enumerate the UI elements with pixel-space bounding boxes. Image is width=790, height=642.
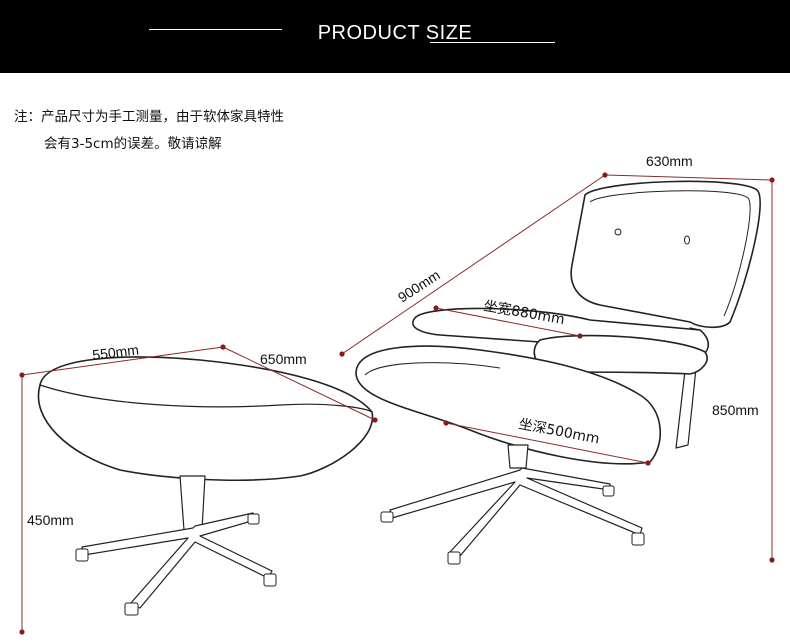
ottoman-width-line: [21, 346, 224, 376]
lounge-chair-illustration: [355, 180, 761, 565]
seat-depth-line: [445, 422, 649, 464]
ottoman-depth-line: [222, 346, 376, 421]
chair-width-line: [604, 174, 773, 181]
header-banner: PRODUCT SIZE: [0, 0, 790, 73]
ottoman-depth-label: 650mm: [260, 351, 307, 367]
title-rule-left: [149, 29, 282, 30]
chair-width-label: 630mm: [646, 153, 693, 169]
page-title: PRODUCT SIZE: [317, 22, 473, 44]
ottoman-width-label: 550mm: [91, 341, 139, 363]
measurement-note: 注：产品尺寸为手工测量，由于软体家具特性 会有3-5cm的误差。敬请谅解: [14, 104, 284, 158]
note-line-1: 注：产品尺寸为手工测量，由于软体家具特性: [14, 109, 284, 125]
note-line-2: 会有3-5cm的误差。敬请谅解: [44, 136, 222, 152]
chair-length-label: 900mm: [395, 267, 443, 306]
title-rule-right: [430, 42, 555, 43]
ottoman-height-label: 450mm: [27, 512, 74, 528]
ottoman-illustration: [37, 356, 374, 616]
dimension-lines: [21, 174, 773, 632]
chair-length-line: [341, 174, 606, 355]
dimension-dots: [19, 172, 775, 635]
seat-width-line: [435, 307, 581, 337]
chair-height-label: 850mm: [712, 402, 759, 418]
